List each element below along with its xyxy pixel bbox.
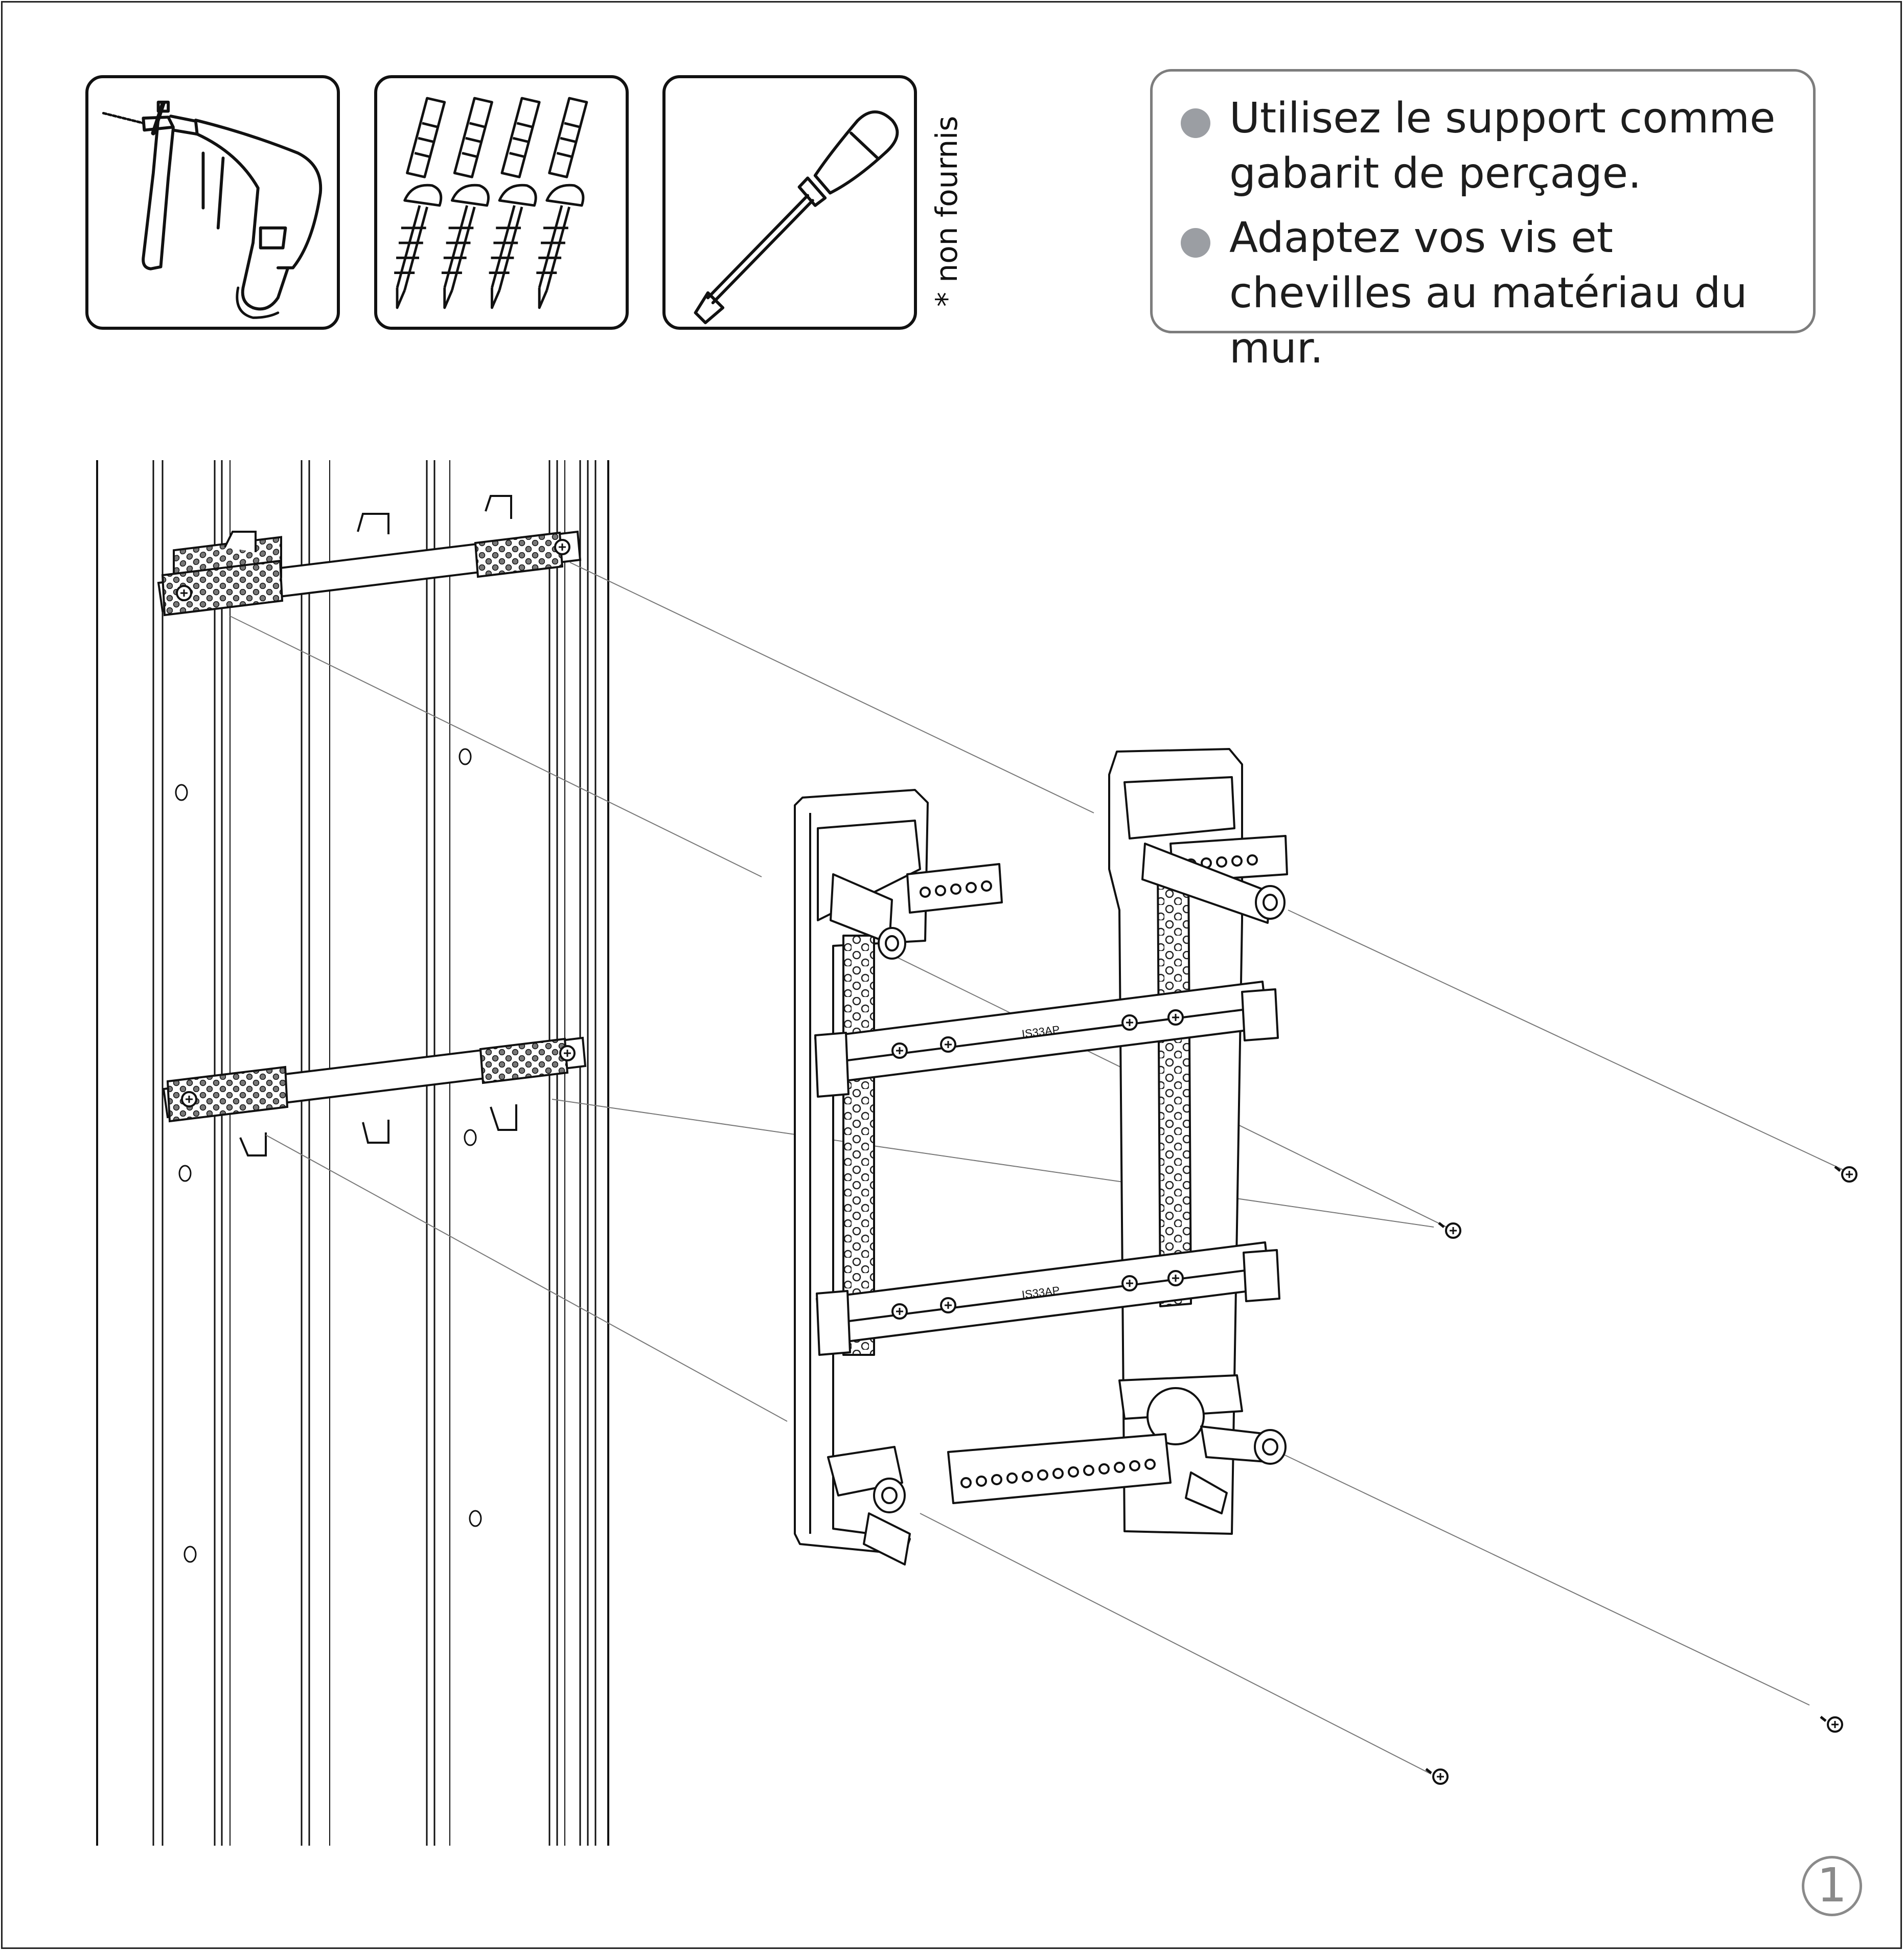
bullet-icon <box>1181 228 1210 258</box>
tool-box-screwdriver <box>662 75 917 330</box>
tool-box-plugs-screws <box>374 75 629 330</box>
screwdriver-icon <box>694 110 899 325</box>
drill-icon <box>102 100 323 319</box>
plugs-and-screws-icon <box>394 97 626 309</box>
instruction-box: Utilisez le support comme gabarit de per… <box>1150 69 1816 373</box>
instruction-text: Utilisez le support comme gabarit de per… <box>1229 94 1776 198</box>
tool-box-drill <box>85 75 340 330</box>
bullet-icon <box>1181 108 1210 138</box>
instruction-text: Adaptez vos vis et chevilles au matériau… <box>1229 214 1748 373</box>
footnote-text: * non fournis <box>929 116 964 307</box>
step-number-badge: 1 <box>1802 1856 1862 1916</box>
